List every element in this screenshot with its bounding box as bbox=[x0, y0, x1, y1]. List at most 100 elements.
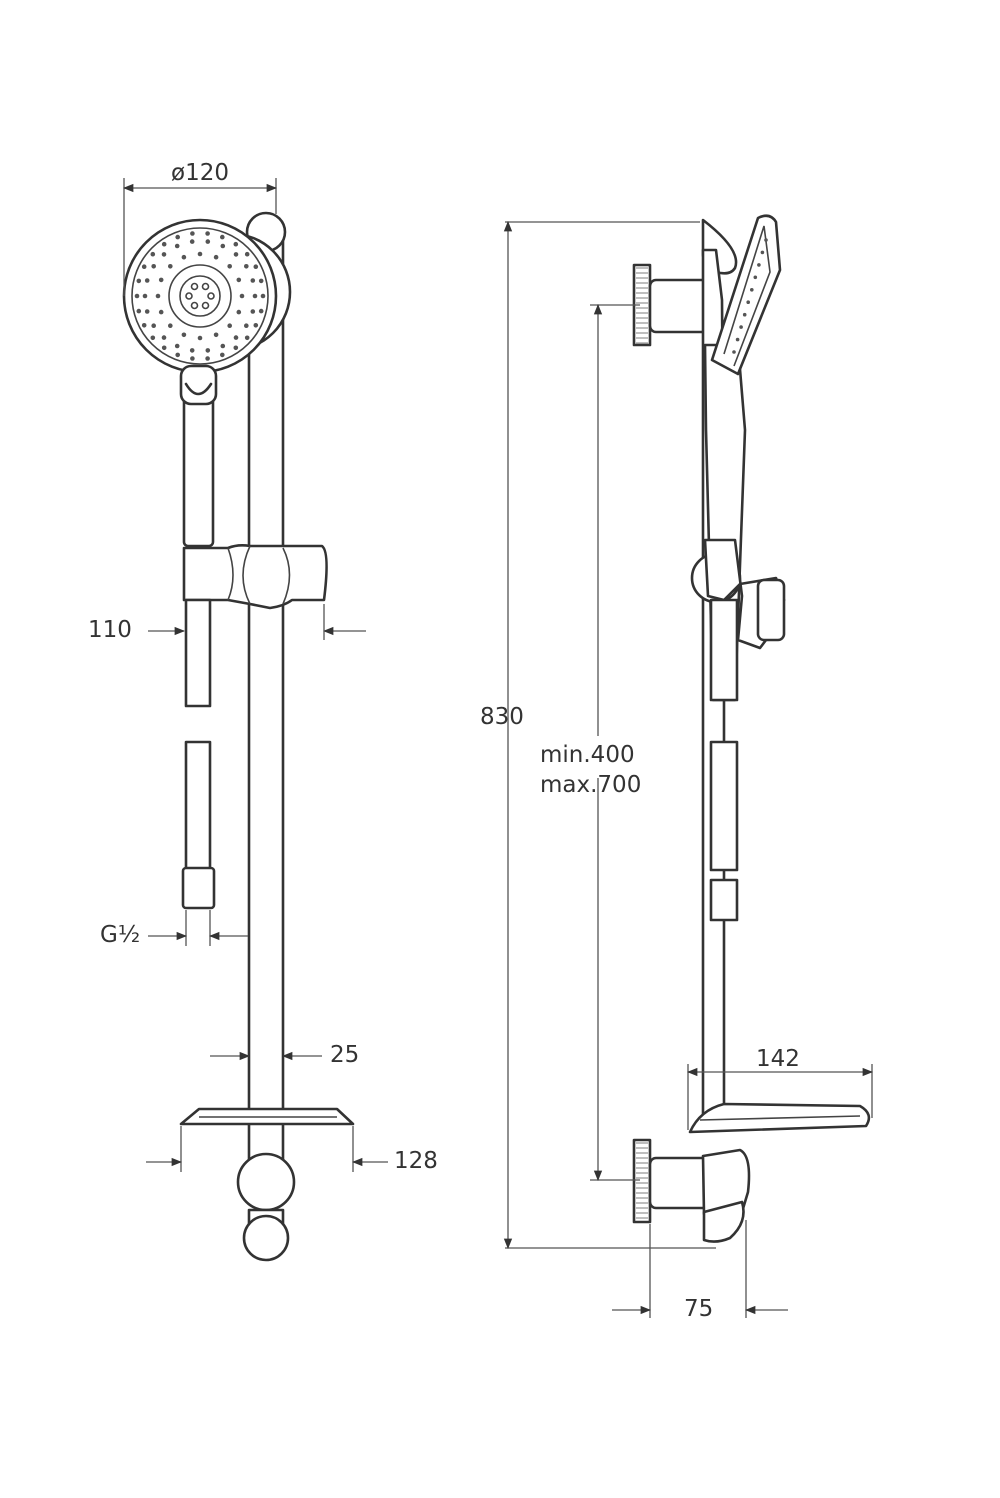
nozzle-dot bbox=[175, 234, 180, 240]
side-nozzle-dot bbox=[753, 275, 758, 280]
nozzle-dot bbox=[253, 264, 259, 270]
nozzle-dot bbox=[181, 254, 187, 260]
front-handle-neck bbox=[184, 382, 213, 396]
nozzle-dot bbox=[244, 264, 249, 269]
front-dimensions: ø120 110 G½ 25 128 bbox=[88, 160, 438, 1174]
side-top-bracket-arm bbox=[648, 278, 712, 334]
nozzle-dot bbox=[233, 345, 239, 351]
nozzle-dot bbox=[253, 323, 259, 328]
nozzle-dot bbox=[174, 343, 180, 349]
nozzle-dot bbox=[158, 277, 164, 283]
front-view bbox=[122, 211, 355, 1262]
nozzle-dot bbox=[236, 309, 242, 315]
nozzle-dot bbox=[244, 335, 250, 341]
head-nozzles bbox=[134, 231, 266, 361]
nozzle-dot bbox=[250, 309, 256, 314]
label-holder-offset: 110 bbox=[88, 617, 132, 643]
side-nozzle-dot bbox=[757, 263, 761, 267]
nozzle-dot bbox=[205, 239, 211, 244]
label-adjust-min: min.400 bbox=[540, 742, 635, 768]
nozzle-dot bbox=[175, 352, 180, 358]
nozzle-dot bbox=[205, 231, 210, 236]
nozzle-dot bbox=[197, 335, 203, 341]
nozzle-dot bbox=[168, 323, 173, 329]
nozzle-dot bbox=[233, 241, 239, 247]
side-bottom-cap bbox=[702, 1200, 745, 1243]
nozzle-dot bbox=[151, 264, 156, 269]
side-nozzle-dot bbox=[760, 250, 765, 255]
label-hose-thread: G½ bbox=[100, 922, 140, 948]
nozzle-dot bbox=[151, 323, 156, 329]
nozzle-dot bbox=[205, 348, 211, 353]
nozzle-dot bbox=[161, 335, 167, 340]
side-dimensions: 830 min.400 max.700 142 75 bbox=[480, 220, 874, 1322]
nozzle-dot bbox=[174, 243, 180, 249]
side-holder-grip bbox=[756, 578, 786, 642]
nozzle-dot bbox=[227, 323, 232, 329]
front-hose-lower bbox=[184, 740, 212, 872]
nozzle-dot bbox=[161, 252, 167, 257]
nozzle-dot bbox=[220, 234, 225, 240]
nozzle-dot bbox=[220, 343, 226, 349]
nozzle-dot bbox=[205, 356, 210, 361]
nozzle-dot bbox=[244, 323, 249, 329]
nozzle-dot bbox=[158, 309, 164, 315]
nozzle-dot bbox=[142, 293, 148, 299]
side-wall-plate-bottom bbox=[632, 1138, 652, 1224]
label-adjust-max: max.700 bbox=[540, 772, 641, 798]
front-hose-upper bbox=[184, 598, 212, 708]
nozzle-dot bbox=[220, 352, 225, 358]
label-rail-width: 25 bbox=[330, 1042, 359, 1068]
nozzle-dot bbox=[252, 293, 258, 299]
front-slider-holder bbox=[182, 544, 328, 610]
nozzle-dot bbox=[161, 345, 167, 351]
side-nozzle-dot bbox=[732, 350, 736, 354]
front-bottom-bracket bbox=[236, 1152, 296, 1212]
nozzle-dot bbox=[260, 293, 266, 299]
nozzle-dot bbox=[258, 308, 264, 314]
nozzle-dot bbox=[189, 348, 195, 353]
side-nozzle-dot bbox=[764, 238, 768, 242]
side-nozzle-dot bbox=[742, 312, 747, 317]
nozzle-dot bbox=[236, 277, 242, 283]
nozzle-dot bbox=[227, 264, 232, 269]
nozzle-dot bbox=[136, 308, 142, 314]
nozzle-dot bbox=[213, 254, 219, 260]
label-dish-depth: 142 bbox=[756, 1046, 800, 1072]
center-nozzle bbox=[190, 301, 199, 310]
center-nozzle bbox=[201, 301, 210, 310]
nozzle-dot bbox=[136, 278, 142, 284]
front-shower-head bbox=[122, 218, 292, 374]
nozzle-dot bbox=[134, 293, 140, 299]
front-hose-nut bbox=[181, 866, 216, 910]
nozzle-dot bbox=[144, 309, 150, 314]
nozzle-dot bbox=[213, 332, 219, 338]
nozzle-dot bbox=[141, 264, 147, 270]
nozzle-dot bbox=[189, 239, 195, 244]
front-slide-rail bbox=[247, 230, 285, 1164]
nozzle-dot bbox=[197, 251, 203, 257]
side-hose-middle bbox=[709, 740, 739, 872]
label-total-height: 830 bbox=[480, 704, 524, 730]
front-hand-shower-handle bbox=[182, 396, 215, 548]
nozzle-dot bbox=[144, 278, 150, 283]
center-nozzle bbox=[185, 292, 193, 300]
nozzle-dot bbox=[250, 278, 256, 283]
side-nozzle-dot bbox=[750, 288, 754, 292]
side-nozzle-dot bbox=[739, 325, 743, 329]
side-hose-upper bbox=[709, 598, 739, 702]
nozzle-dot bbox=[190, 356, 195, 361]
nozzle-dot bbox=[233, 252, 239, 257]
nozzle-dot bbox=[150, 251, 156, 257]
center-nozzle bbox=[201, 282, 210, 291]
nozzle-dot bbox=[220, 243, 226, 249]
nozzle-dot bbox=[258, 278, 264, 284]
nozzle-dot bbox=[181, 332, 187, 338]
side-nozzle-dot bbox=[735, 337, 740, 342]
front-bottom-cap bbox=[242, 1214, 290, 1262]
side-shower-head bbox=[710, 214, 782, 376]
nozzle-dot bbox=[239, 293, 245, 299]
label-head-diameter: ø120 bbox=[171, 160, 229, 186]
label-dish-width: 128 bbox=[394, 1148, 438, 1174]
